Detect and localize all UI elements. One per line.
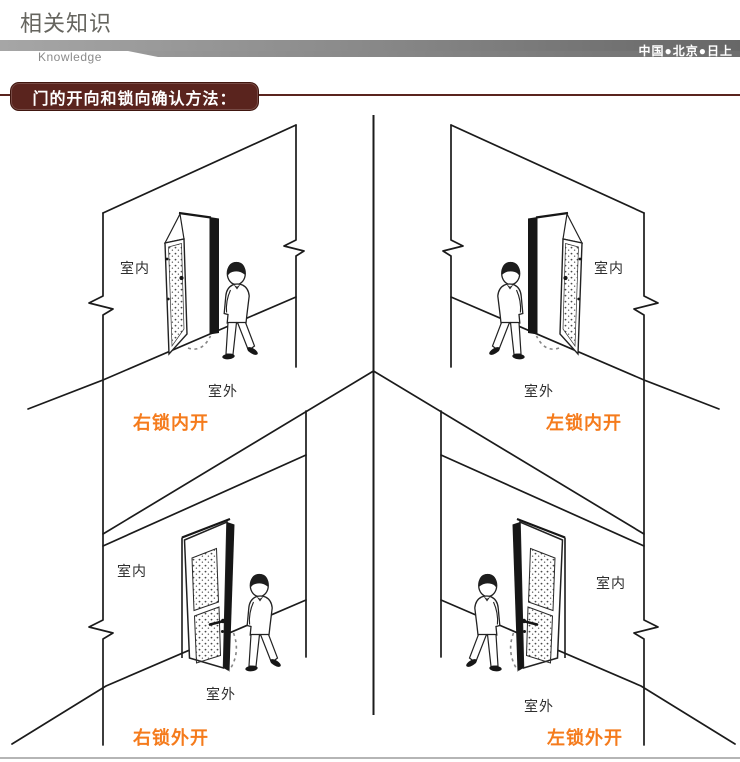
indoor-label-top-left: 室内: [120, 260, 150, 276]
door-outward-right: [509, 517, 567, 673]
caption-top-left: 右锁内开: [133, 413, 209, 433]
section-banner: 门的开向和锁向确认方法：: [10, 82, 259, 111]
header-divider-strip: [128, 51, 740, 57]
outdoor-label-bottom-right: 室外: [524, 698, 554, 714]
person-bottom-right: [464, 573, 503, 673]
header-divider-bar: [0, 40, 740, 51]
banner-rule-line: [0, 94, 740, 96]
outdoor-label-bottom-left: 室外: [206, 686, 236, 702]
door-outward-left: [180, 517, 238, 673]
person-top-left: [221, 261, 260, 361]
brand-text: 中国●北京●日上: [638, 44, 733, 58]
person-bottom-left: [244, 573, 283, 673]
person-top-right: [487, 261, 526, 361]
door-inward-right: [526, 211, 584, 356]
outdoor-label-top-right: 室外: [524, 383, 554, 399]
caption-top-right: 左锁内开: [546, 413, 622, 433]
page-subtitle: Knowledge: [38, 50, 102, 64]
bottom-divider-line: [0, 757, 740, 759]
caption-bottom-left: 右锁外开: [133, 728, 209, 748]
indoor-label-bottom-right: 室内: [596, 575, 626, 591]
indoor-label-bottom-left: 室内: [117, 563, 147, 579]
door-direction-illustration: [11, 115, 736, 746]
page-title: 相关知识: [20, 11, 113, 36]
caption-bottom-right: 左锁外开: [547, 728, 623, 748]
indoor-label-top-right: 室内: [594, 260, 624, 276]
outdoor-label-top-left: 室外: [208, 383, 238, 399]
door-inward-left: [163, 211, 221, 356]
